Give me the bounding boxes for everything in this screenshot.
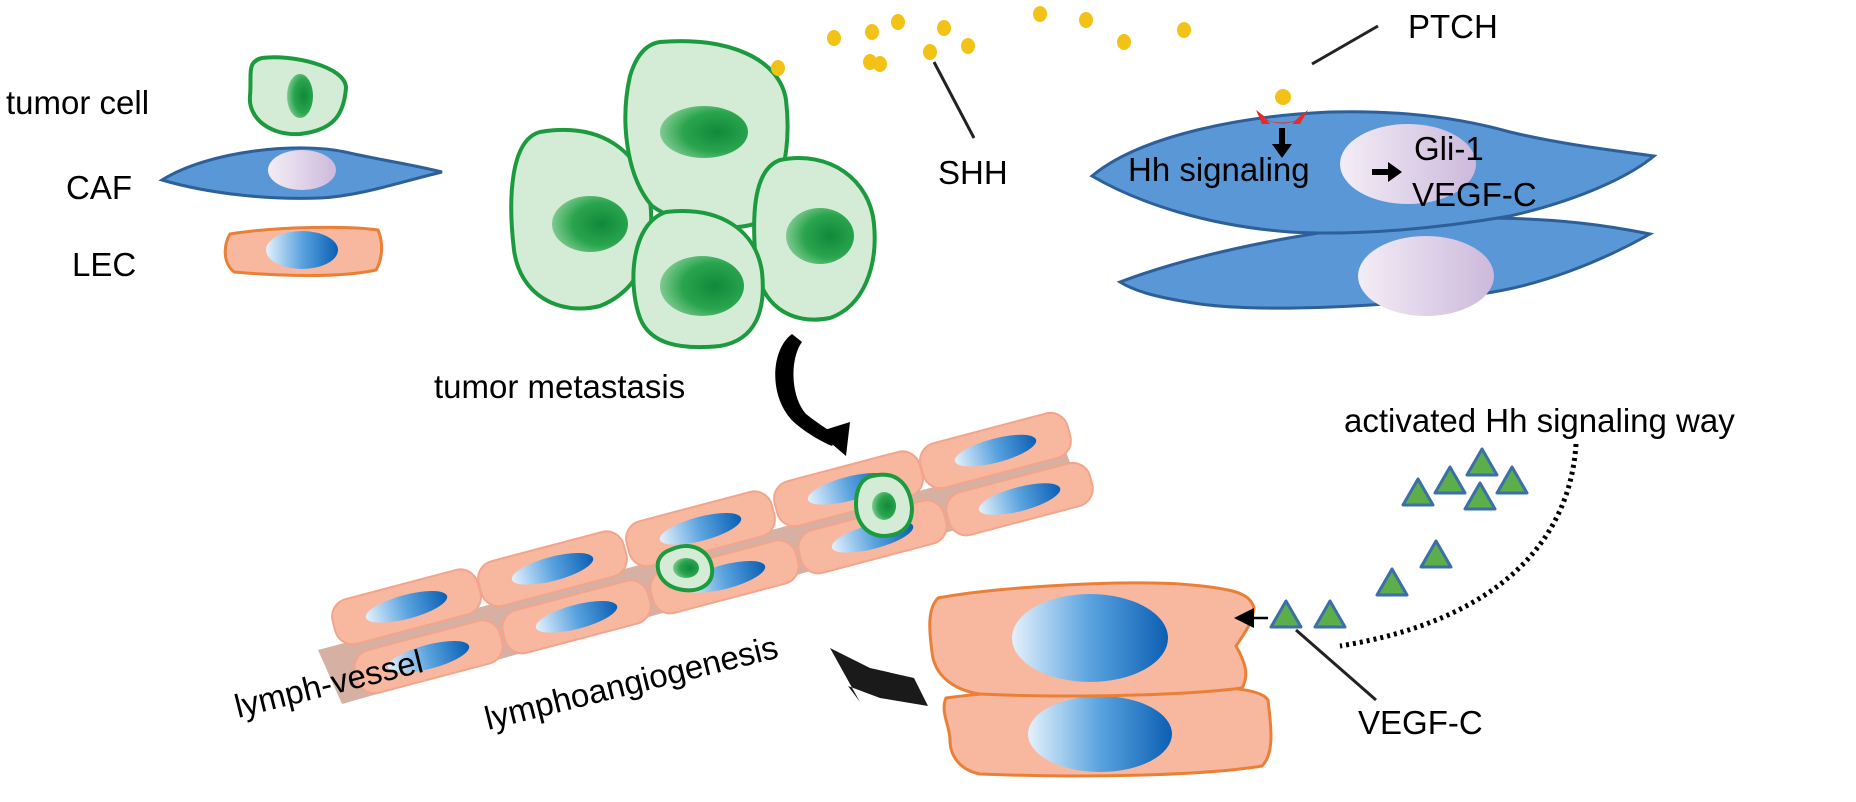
ptch-label: PTCH — [1408, 8, 1498, 45]
tumor-cell-cluster — [509, 39, 877, 350]
shh-dot — [961, 38, 975, 54]
vessel-cell-nucleus — [954, 434, 1037, 467]
vessel-cell — [501, 579, 652, 655]
shh-dot — [865, 24, 879, 40]
vegfc-triangle — [1465, 447, 1499, 477]
shh-dot — [937, 20, 951, 36]
metastasis-arrow-head — [818, 422, 850, 456]
vegfc-leader-line — [1295, 628, 1377, 702]
vessel-cell-nucleus — [659, 513, 742, 545]
vessel-cell — [919, 411, 1072, 490]
legend-tumor-cell-label: tumor cell — [6, 84, 149, 121]
vessel-cell — [625, 490, 776, 568]
shh-leader-line — [932, 61, 976, 139]
vegfc-triangle — [1463, 481, 1497, 511]
shh-bound-dot — [1275, 89, 1291, 105]
tumor-nucleus-top — [660, 106, 748, 158]
vegfc-triangle — [1419, 539, 1453, 569]
shh-dot — [1033, 6, 1047, 22]
gli1-label: Gli-1 — [1414, 130, 1484, 167]
tumor-metastasis-label: tumor metastasis — [434, 368, 685, 405]
shh-label: SHH — [938, 154, 1008, 191]
lec-nucleus-upper — [1012, 594, 1168, 682]
shh-dot — [1079, 12, 1093, 28]
legend-caf-nucleus — [268, 150, 336, 190]
vessel-cell — [945, 461, 1094, 537]
shh-dot — [1117, 34, 1131, 50]
vessel-cell — [353, 619, 504, 695]
lymphoangiogenesis-arrow — [830, 648, 928, 706]
caf-nucleus-lower — [1358, 236, 1494, 316]
lec-cell-group — [928, 581, 1273, 778]
shh-ligand-dots — [771, 6, 1191, 76]
tumor-nucleus-bottom — [660, 256, 744, 316]
legend: tumor cell CAF LEC — [6, 55, 443, 283]
vegfc-triangle — [1401, 477, 1435, 507]
vegfc-triangle — [1495, 465, 1529, 495]
hh-right-arrow-head — [1388, 162, 1402, 182]
vegfc-triangle — [1375, 567, 1409, 597]
tumor-nucleus-left — [552, 196, 628, 252]
shh-dot — [923, 44, 937, 60]
ptch-receptor — [1256, 89, 1308, 124]
shh-dot — [1177, 22, 1191, 38]
tumor-nucleus-right — [786, 208, 854, 264]
vegfc-triangle — [1269, 599, 1303, 629]
shh-dot — [771, 60, 785, 76]
hh-down-arrow-head — [1272, 144, 1292, 158]
vegfc-triangle — [1433, 465, 1467, 495]
vessel-cell-nucleus — [365, 591, 448, 623]
vessel-cell-nucleus — [978, 483, 1061, 515]
shh-dot — [827, 30, 841, 46]
shh-dot — [891, 14, 905, 30]
legend-lec-label: LEC — [72, 246, 136, 283]
vegfc-ligand-label: VEGF-C — [1358, 704, 1483, 741]
legend-tumor-nucleus — [287, 74, 313, 118]
lymph-vessel — [318, 411, 1094, 704]
activated-hh-dotted-curve — [1339, 443, 1579, 649]
vessel-tumor-nucleus-1 — [673, 558, 699, 578]
legend-caf-label: CAF — [66, 169, 132, 206]
hh-signaling-label: Hh signaling — [1128, 151, 1310, 188]
activated-hh-label: activated Hh signaling way — [1344, 402, 1735, 439]
vegfc-triangle — [1313, 599, 1347, 629]
caf-cell-group — [1089, 110, 1658, 316]
vessel-cell-nucleus — [511, 553, 594, 585]
vessel-cell-nucleus — [387, 641, 470, 673]
ptch-leader-line — [1311, 24, 1379, 66]
caf-nucleus-upper — [1340, 124, 1476, 204]
vessel-cell — [477, 530, 628, 608]
legend-lec-nucleus — [266, 231, 338, 269]
vegfc-ligands — [1269, 447, 1529, 629]
vessel-cell-nucleus — [535, 601, 618, 633]
vegfc-inner-label: VEGF-C — [1412, 176, 1537, 213]
shh-dot — [873, 56, 887, 72]
metastasis-curved-arrow — [775, 334, 838, 446]
lec-nucleus-lower — [1028, 696, 1172, 772]
vessel-tumor-nucleus-2 — [872, 492, 896, 520]
